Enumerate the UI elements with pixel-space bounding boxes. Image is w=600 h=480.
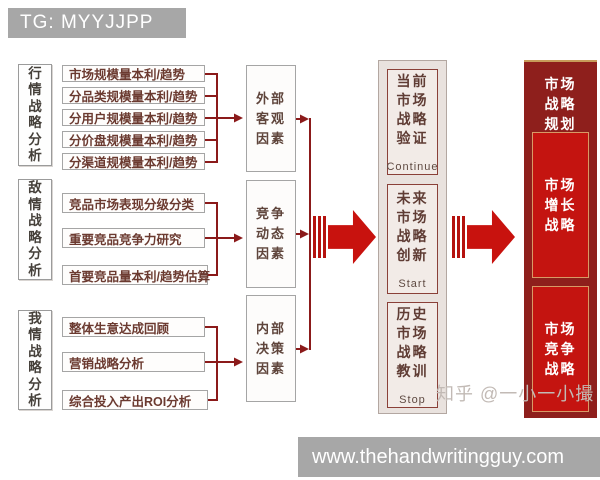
plan-box-competition: 市场竞争战略 [532,286,589,412]
left-label-text: 行情战略分析 [28,65,42,164]
review-title: 当前市场战略验证 [396,72,429,146]
analysis-item: 重要竞品竞争力研究 [62,228,205,248]
arrow-shape [467,210,515,264]
analysis-item: 分用户规模量本利/趋势 [62,109,205,126]
factor-text: 内部决策因素 [255,320,286,376]
review-tag: Start [398,277,427,290]
analysis-item: 综合投入产出ROI分析 [62,390,208,410]
arrow-stripe [452,216,455,258]
review-tag: Continue [386,160,439,173]
arrow-stripe [318,216,321,258]
analysis-item: 分价盘规模量本利/趋势 [62,131,205,148]
analysis-item: 营销战略分析 [62,352,205,372]
arrow-stripe [313,216,316,258]
review-tag: Stop [399,393,426,406]
tag-banner: TG: MYYJJPP [8,8,186,38]
analysis-item: 竞品市场表现分级分类 [62,193,205,213]
strategy-plan-column: 市场战略规划 市场增长战略 市场竞争战略 [524,60,597,418]
factor-text: 外部客观因素 [255,90,286,146]
review-title: 历史市场战略教训 [396,305,429,379]
arrow-shape [328,210,376,264]
left-label-competitor-analysis: 敌情战略分析 [18,179,52,280]
review-box-stop: 历史市场战略教训 Stop [387,302,438,408]
left-label-text: 敌情战略分析 [28,180,42,278]
analysis-item: 分渠道规模量本利/趋势 [62,153,205,170]
arrow-stripe [457,216,460,258]
arrow-stripe [323,216,326,258]
left-label-market-analysis: 行情战略分析 [18,64,52,166]
tag-banner-text: TG: MYYJJPP [20,12,154,33]
plan-title-text: 市场战略规划 [544,76,577,132]
factor-text: 竞争动态因素 [255,206,286,261]
left-label-text: 我情战略分析 [28,310,42,409]
review-title: 未来市场战略创新 [396,189,429,263]
site-banner-text: www.thehandwritingguy.com [312,445,564,468]
left-label-self-analysis: 我情战略分析 [18,310,52,410]
flow-arrow-icon [452,210,518,264]
analysis-item: 整体生意达成回顾 [62,317,205,337]
factor-competition: 竞争动态因素 [246,180,296,288]
review-box-start: 未来市场战略创新 Start [387,184,438,294]
plan-box-growth: 市场增长战略 [532,132,589,278]
plan-box-text: 市场增长战略 [544,177,577,233]
flow-arrow-icon [313,210,379,264]
analysis-item: 首要竞品量本利/趋势估算 [62,265,210,285]
factor-external: 外部客观因素 [246,65,296,172]
arrow-stripe [462,216,465,258]
factor-internal: 内部决策因素 [246,295,296,402]
site-banner: www.thehandwritingguy.com [298,437,600,477]
analysis-item: 市场规模量本利/趋势 [62,65,205,82]
strategy-review-column: 当前市场战略验证 Continue 未来市场战略创新 Start 历史市场战略教… [378,60,447,414]
watermark: 知乎 @一小一小撮 [436,384,595,404]
plan-box-text: 市场竞争战略 [544,321,577,377]
plan-title: 市场战略规划 [524,74,597,134]
review-box-continue: 当前市场战略验证 Continue [386,69,439,175]
analysis-item: 分品类规模量本利/趋势 [62,87,205,104]
